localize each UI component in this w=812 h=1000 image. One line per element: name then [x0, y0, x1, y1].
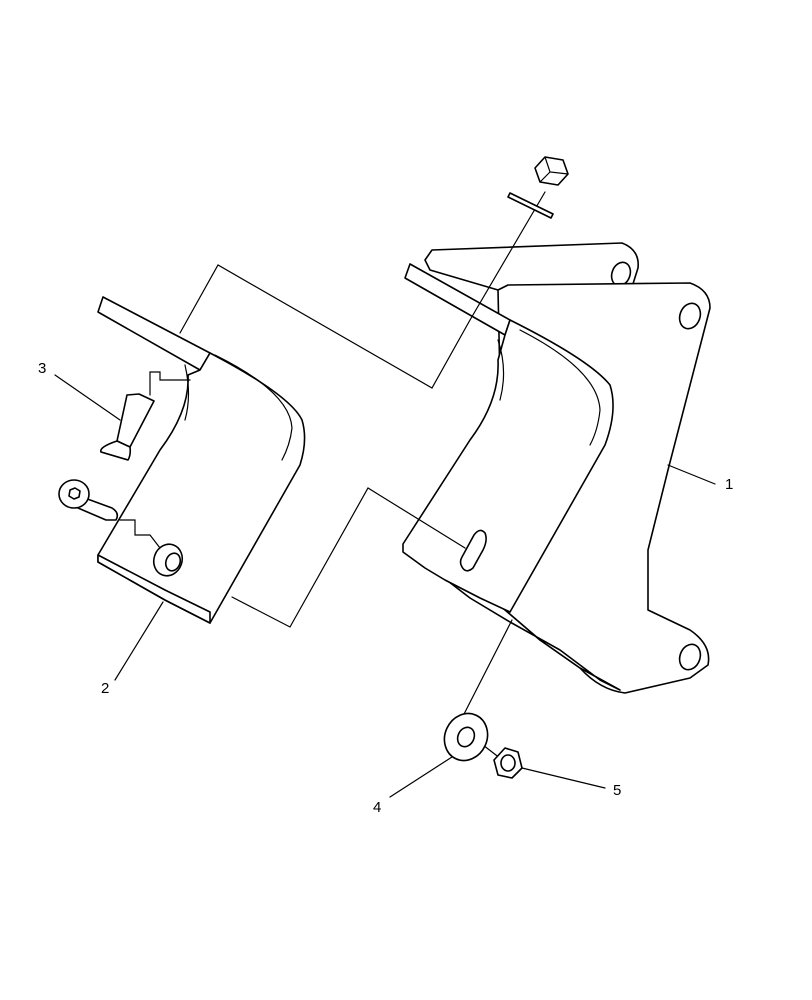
part-1-bend-line — [497, 339, 505, 401]
part-5-nut-body — [493, 747, 523, 779]
assembly-line-bottom — [231, 487, 466, 628]
callout-4-label: 4 — [373, 799, 381, 816]
callout-3-label: 3 — [38, 360, 46, 377]
part-4-washer — [389, 712, 489, 798]
part-1-inner-bend — [519, 329, 601, 446]
top-hex-bolt — [507, 156, 569, 219]
callout-5-leader — [521, 767, 606, 789]
part-3-countersunk-bolt — [54, 374, 155, 461]
socket-head-screw — [58, 479, 119, 521]
part-2-bend-line — [184, 364, 190, 421]
socket-screw-shank — [77, 496, 119, 521]
part-1-main-bracket — [402, 242, 716, 694]
assembly-line-screw — [119, 519, 161, 549]
part-2-front-plate — [97, 352, 306, 624]
part-2-inner-bend — [214, 354, 293, 461]
top-flat-washer — [507, 192, 554, 219]
assembly-line-top — [179, 191, 546, 389]
callout-2-leader — [114, 601, 164, 681]
callout-4-leader — [389, 756, 453, 798]
assembly-lines — [119, 191, 546, 763]
part-2-small-bracket — [97, 296, 306, 624]
callout-2-label: 2 — [101, 680, 109, 697]
assembly-line-washer — [461, 619, 513, 719]
part-4-washer-hole — [456, 726, 476, 748]
part-5-nut-bore — [500, 754, 516, 772]
part-2-hole-inner — [164, 552, 182, 572]
callout-3-leader — [54, 374, 121, 421]
part-1-slot — [459, 529, 487, 572]
hex-bolt-head — [534, 156, 569, 186]
callout-1-leader — [667, 464, 716, 485]
part-1-back-flange — [424, 242, 639, 291]
assembly-line-bolt-3 — [149, 371, 191, 396]
part-3-bolt-shank — [116, 393, 155, 448]
part-1-upper-hole — [678, 302, 702, 330]
part-1-front-plate — [402, 319, 614, 613]
socket-screw-hex — [68, 487, 81, 500]
part-5-hex-nut — [493, 747, 606, 789]
socket-screw-head — [58, 479, 90, 509]
part-1-lower-hole — [678, 643, 702, 671]
callout-5-label: 5 — [613, 782, 621, 799]
callout-1-label: 1 — [725, 476, 733, 493]
part-2-bottom-edge — [97, 554, 211, 624]
part-4-washer-outer — [443, 712, 489, 762]
hex-bolt-facets — [539, 156, 569, 183]
part-3-head-edge — [100, 451, 129, 461]
part-2-hole-outer — [152, 543, 184, 577]
part-2-top-flange — [97, 296, 211, 371]
